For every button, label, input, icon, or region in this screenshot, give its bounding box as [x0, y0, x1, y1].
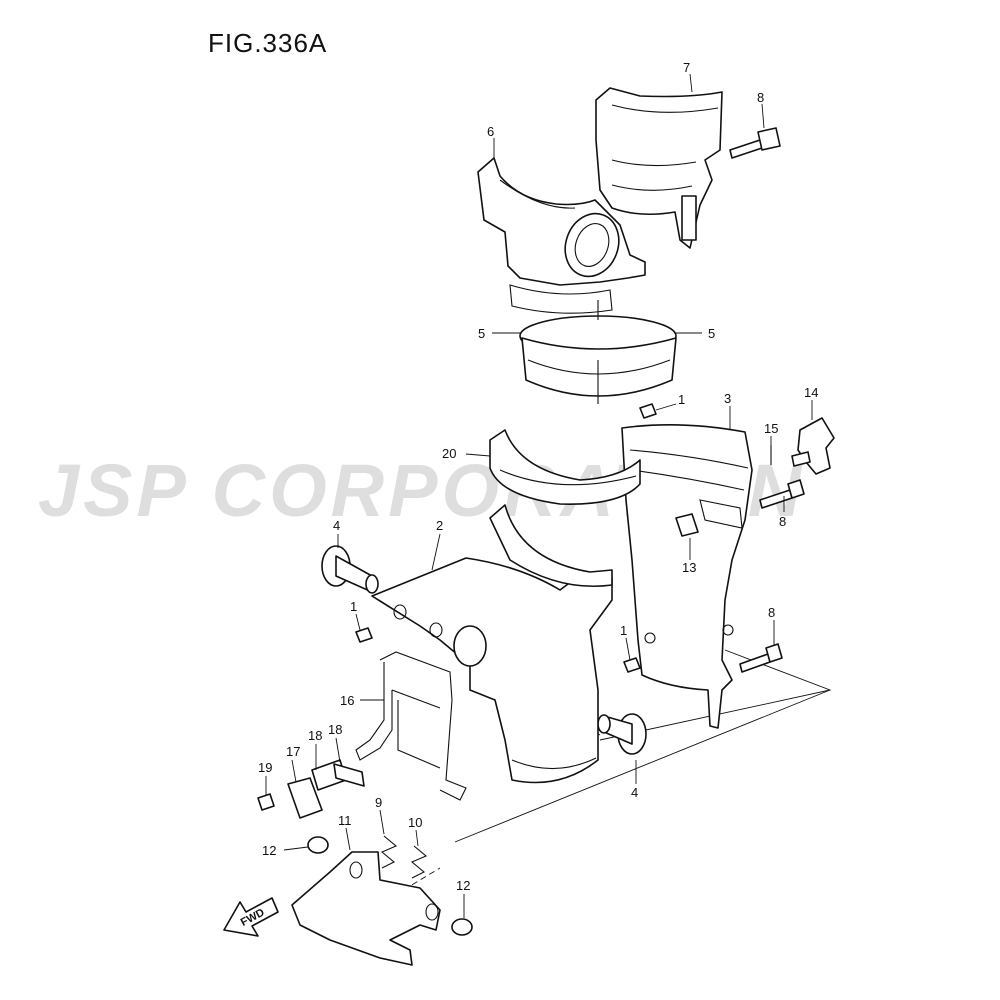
callout-5: 5: [708, 326, 715, 341]
assembly-line: [394, 867, 441, 896]
callout-1: 1: [678, 392, 685, 407]
part-5-bushing: [519, 300, 677, 404]
callout-2: 2: [436, 518, 443, 533]
part-19-screw: [257, 793, 275, 811]
callout-8: 8: [779, 514, 786, 529]
part-9-spring: [380, 835, 398, 869]
part-2-clamp-bracket: [371, 504, 613, 784]
part-7-clamp-bracket: [595, 87, 723, 249]
part-8-bolt: [729, 127, 781, 159]
callout-8: 8: [757, 90, 764, 105]
part-13-pad: [675, 513, 699, 537]
figure-title: FIG.336A: [208, 28, 328, 58]
part-8-bolt: [739, 643, 783, 673]
callout-4: 4: [333, 518, 340, 533]
part-16-tilt-spring: [355, 651, 467, 801]
part-8-bolt: [759, 479, 805, 509]
callout-12: 12: [262, 843, 276, 858]
part-17-plate: [287, 777, 323, 819]
callout-10: 10: [408, 815, 422, 830]
callout-20: 20: [442, 446, 456, 461]
callout-7: 7: [683, 60, 690, 75]
part-6-swivel-bracket: [477, 157, 646, 314]
callout-3: 3: [724, 391, 731, 406]
fwd-arrow-icon: FWD: [223, 897, 279, 937]
part-3-steering-housing: [621, 424, 753, 729]
callout-9: 9: [375, 795, 382, 810]
part-4-bushing: [321, 545, 379, 594]
callout-6: 6: [487, 124, 494, 139]
callout-18: 18: [328, 722, 342, 737]
part-11-tilt-lever: [291, 851, 441, 966]
callout-15: 15: [764, 421, 778, 436]
part-18-bushing: [333, 763, 365, 787]
callout-19: 19: [258, 760, 272, 775]
callout-8: 8: [768, 605, 775, 620]
part-12-nut: [451, 918, 473, 936]
assembly-line: [454, 689, 831, 843]
callout-4: 4: [631, 785, 638, 800]
part-12-nut: [307, 836, 329, 854]
callout-1: 1: [350, 599, 357, 614]
part-1-grease-nipple: [355, 627, 373, 643]
part-4-bushing: [597, 713, 647, 755]
callout-14: 14: [804, 385, 818, 400]
callout-13: 13: [682, 560, 696, 575]
part-10-spring: [410, 845, 428, 879]
part-20-ring: [489, 429, 641, 505]
callout-16: 16: [340, 693, 354, 708]
callout-1: 1: [620, 623, 627, 638]
part-1-grease-nipple: [639, 403, 657, 419]
part-1-grease-nipple: [623, 657, 641, 673]
part-14-clip: [791, 417, 835, 475]
callout-12: 12: [456, 878, 470, 893]
callout-11: 11: [338, 813, 352, 828]
callout-17: 17: [286, 744, 300, 759]
callout-5: 5: [478, 326, 485, 341]
callout-18: 18: [308, 728, 322, 743]
